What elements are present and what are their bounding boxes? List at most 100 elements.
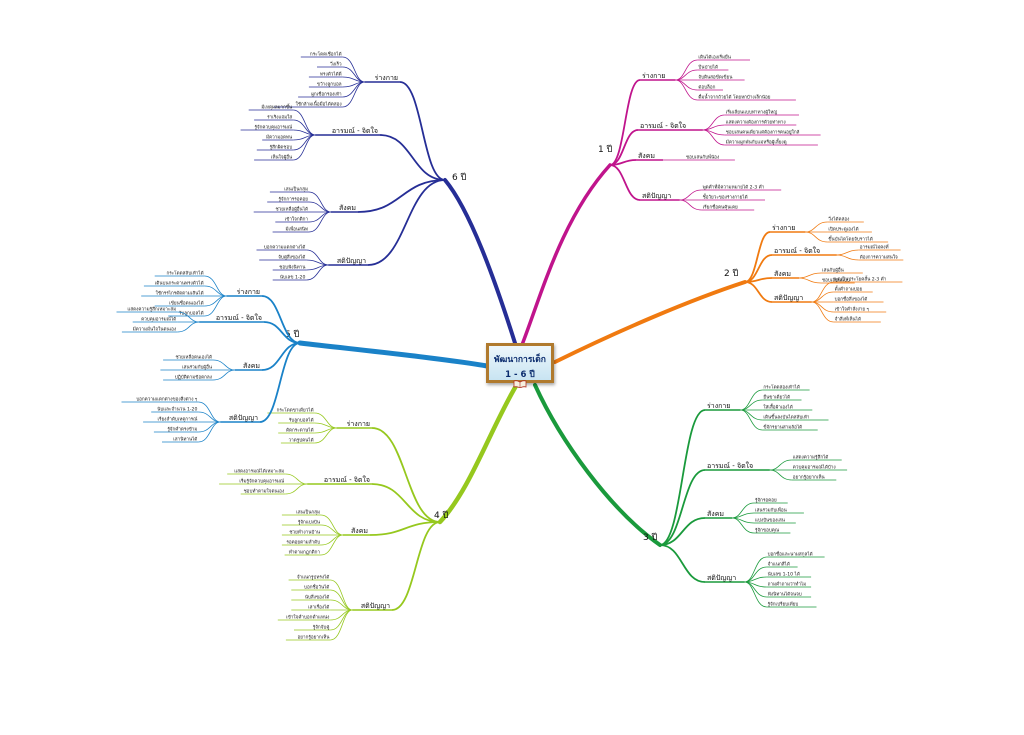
category-label[interactable]: สังคม xyxy=(774,270,791,278)
leaf-item[interactable]: พูดเป็นประโยคสั้น 2-3 คำ xyxy=(835,275,887,283)
leaf-item[interactable]: ตัดกระดาษได้ xyxy=(286,427,314,434)
leaf-item[interactable]: รู้จักรอคอย xyxy=(755,497,777,504)
category-label[interactable]: สติปัญญา xyxy=(361,602,390,610)
leaf-item[interactable]: วิ่งเร็ว xyxy=(330,60,342,68)
leaf-item[interactable]: เดินได้เองเริ่มยืน xyxy=(698,54,731,61)
category-label[interactable]: สังคม xyxy=(339,204,356,212)
leaf-item[interactable]: เล่นกับผู้อื่น xyxy=(822,267,845,274)
leaf-item[interactable]: เปิดประตูเองได้ xyxy=(828,226,858,233)
leaf-item[interactable]: รับลูกบอลได้ xyxy=(179,310,204,317)
leaf-item[interactable]: ใส่เสื้อผ้าเองได้ xyxy=(763,404,792,411)
leaf-item[interactable]: แสดงความรู้สึกได้ xyxy=(793,454,829,461)
leaf-item[interactable]: เล่านิทานได้ xyxy=(173,436,197,443)
category-label[interactable]: สติปัญญา xyxy=(774,294,803,302)
leaf-item[interactable]: นับและจำนวน 1-20 xyxy=(157,406,197,413)
leaf-item[interactable]: มีความผูกพันกับแม่หรือผู้เลี้ยงดู xyxy=(726,139,787,146)
branch-2[interactable]: 2 ปีร่างกายวิ่งได้คล่องเปิดประตูเองได้ขึ… xyxy=(553,216,904,364)
leaf-item[interactable]: ใช้กรรไกรตัดตามเส้นได้ xyxy=(156,290,204,297)
leaf-item[interactable]: วาดรูปคนได้ xyxy=(289,437,314,444)
leaf-item[interactable]: รอคอยตามลำดับ xyxy=(286,539,320,546)
leaf-item[interactable]: เข้าใจกติกา xyxy=(285,217,309,223)
leaf-item[interactable]: ชอบเล่นคนเดียวแต่ต้องการคนอยู่ใกล้ xyxy=(726,129,800,136)
leaf-item[interactable]: เล่นร่วมกับเพื่อน xyxy=(755,507,788,514)
leaf-item[interactable]: ขว้างลูกบอล xyxy=(317,82,342,88)
leaf-item[interactable]: กระโดดเชือกได้ xyxy=(310,51,342,58)
leaf-item[interactable]: อารมณ์ไม่คงที่ xyxy=(860,244,889,251)
leaf-item[interactable]: เรียกชื่อคนคุ้นเคย xyxy=(703,204,738,211)
center-topic[interactable]: พัฒนาการเด็ก 1 - 6 ปี xyxy=(486,343,554,383)
leaf-item[interactable]: บอกชื่อวันได้ xyxy=(304,584,329,591)
category-label[interactable]: สติปัญญา xyxy=(642,192,671,200)
category-label[interactable]: อารมณ์ - จิตใจ xyxy=(324,475,370,484)
leaf-item[interactable]: วิ่งได้คล่อง xyxy=(828,216,849,223)
leaf-item[interactable]: แสดงความรู้สึกเหมาะสม xyxy=(127,307,176,313)
leaf-item[interactable]: จำแนกสีได้ xyxy=(768,561,790,568)
leaf-item[interactable]: ควบคุมอารมณ์ได้ xyxy=(141,316,176,323)
leaf-item[interactable]: จำสิ่งที่เห็นได้ xyxy=(835,315,861,323)
leaf-item[interactable]: รับลูกบอลได้ xyxy=(289,417,314,424)
leaf-item[interactable]: เล่าเรื่องได้ xyxy=(308,604,329,611)
branch-4[interactable]: 4 ปีร่างกายกระโดดขาเดียวได้รับลูกบอลได้ต… xyxy=(219,383,519,641)
leaf-item[interactable]: เริ่มเลียนแบบท่าทางผู้ใหญ่ xyxy=(726,109,777,116)
category-label[interactable]: สติปัญญา xyxy=(707,574,736,582)
branch-5[interactable]: 5 ปีร่างกายกระโดดสลับเท้าได้เดินบนกระดาน… xyxy=(116,270,490,443)
leaf-item[interactable]: รู้จักแบ่งปัน xyxy=(298,519,321,526)
leaf-item[interactable]: รู้จักคำตรงข้าม xyxy=(167,426,197,433)
leaf-item[interactable]: มีความมั่นใจในตนเอง xyxy=(133,326,176,333)
leaf-item[interactable]: เรียงลำดับเหตุการณ์ xyxy=(157,416,198,423)
leaf-item[interactable]: ทำตามกฎกติกา xyxy=(289,550,321,556)
leaf-item[interactable]: ช่วยเหลือผู้อื่นได้ xyxy=(276,206,308,213)
leaf-item[interactable]: ต้องการความสนใจ xyxy=(860,255,898,261)
leaf-item[interactable]: ช่วยเหลือตนเองได้ xyxy=(175,354,212,361)
leaf-item[interactable]: ชอบเล่นกับพี่น้อง xyxy=(686,154,719,161)
category-label[interactable]: อารมณ์ - จิตใจ xyxy=(774,246,820,255)
category-label[interactable]: ร่างกาย xyxy=(772,224,795,232)
leaf-item[interactable]: บอกความแตกต่างของสิ่งต่าง ๆ xyxy=(136,396,198,403)
leaf-item[interactable]: เขียนชื่อตนเองได้ xyxy=(169,300,203,307)
category-label[interactable]: สังคม xyxy=(243,362,260,370)
leaf-item[interactable]: พูดคำที่มีความหมายได้ 2-3 คำ xyxy=(703,184,765,191)
leaf-item[interactable]: จำแนกรูปทรงได้ xyxy=(297,574,330,581)
leaf-item[interactable]: นับเลข 1-20 xyxy=(280,274,306,281)
leaf-item[interactable]: รู้จักการรอคอย xyxy=(278,196,308,203)
leaf-item[interactable]: เล่นเป็นกลุ่ม xyxy=(284,185,308,193)
leaf-item[interactable]: รู้จักจับคู่ xyxy=(313,624,330,631)
branch-3[interactable]: 3 ปีร่างกายกระโดดสองเท้าได้ยืนขาเดียวได้… xyxy=(533,383,848,608)
leaf-item[interactable]: กระโดดสองเท้าได้ xyxy=(763,384,799,391)
leaf-item[interactable]: ร่าเริงแจ่มใส xyxy=(267,115,292,121)
leaf-item[interactable]: ขึ้นบันไดโดยจับราวได้ xyxy=(828,236,872,243)
leaf-item[interactable]: แสดงอารมณ์ได้เหมาะสม xyxy=(234,468,284,475)
leaf-item[interactable]: รู้จักขอบคุณ xyxy=(755,527,780,534)
leaf-item[interactable]: กระโดดขาเดียวได้ xyxy=(277,407,314,414)
leaf-item[interactable]: ชอบฟังนิทาน xyxy=(279,264,306,271)
leaf-item[interactable]: มีเหตุผลมากขึ้น xyxy=(261,104,293,111)
leaf-item[interactable]: เดินบนกระดานทรงตัวได้ xyxy=(155,280,204,287)
branch-1[interactable]: 1 ปีร่างกายเดินได้เองเริ่มยืนปีนป่ายได้จ… xyxy=(518,54,821,352)
leaf-item[interactable]: จับดินสอขีดเขียน xyxy=(698,74,733,81)
leaf-item[interactable]: ตั้งคำถามบ่อย xyxy=(835,286,863,293)
category-label[interactable]: ร่างกาย xyxy=(347,420,370,428)
leaf-item[interactable]: เริ่มรู้จักควบคุมอารมณ์ xyxy=(239,478,285,485)
age-label[interactable]: 1 ปี xyxy=(598,144,613,155)
age-label[interactable]: 6 ปี xyxy=(452,172,467,183)
leaf-item[interactable]: เข้าใจคำสั่งง่าย ๆ xyxy=(835,306,870,313)
leaf-item[interactable]: ใช้กล้ามเนื้อมือได้คล่อง xyxy=(296,101,342,108)
leaf-item[interactable]: รู้จักควบคุมอารมณ์ xyxy=(254,124,292,131)
age-label[interactable]: 5 ปี xyxy=(285,329,300,340)
leaf-item[interactable]: นับเลข 1-10 ได้ xyxy=(768,571,800,578)
leaf-item[interactable]: เห็นใจผู้อื่น xyxy=(271,153,293,161)
category-label[interactable]: สติปัญญา xyxy=(229,414,258,422)
leaf-item[interactable]: มีความอดทน xyxy=(266,134,293,141)
leaf-item[interactable]: ปีนป่ายได้ xyxy=(698,64,718,71)
category-label[interactable]: อารมณ์ - จิตใจ xyxy=(332,126,378,135)
category-label[interactable]: ร่างกาย xyxy=(642,72,665,80)
leaf-item[interactable]: บอกความแตกต่างได้ xyxy=(264,244,306,251)
leaf-item[interactable]: รู้จักเปรียบเทียบ xyxy=(768,601,799,608)
leaf-item[interactable]: มีเพื่อนสนิท xyxy=(286,226,309,233)
leaf-item[interactable]: เข้าใจคำบอกตำแหน่ง xyxy=(286,615,329,621)
leaf-item[interactable]: ดื่มน้ำจากถ้วยได้ โดยหกบ้างเล็กน้อย xyxy=(698,93,770,101)
leaf-item[interactable]: แบ่งปันของเล่น xyxy=(755,517,786,524)
leaf-item[interactable]: บอกชื่อสิ่งของได้ xyxy=(835,296,868,303)
leaf-item[interactable]: แสดงความต้องการด้วยท่าทาง xyxy=(726,120,786,126)
age-label[interactable]: 3 ปี xyxy=(643,532,658,543)
